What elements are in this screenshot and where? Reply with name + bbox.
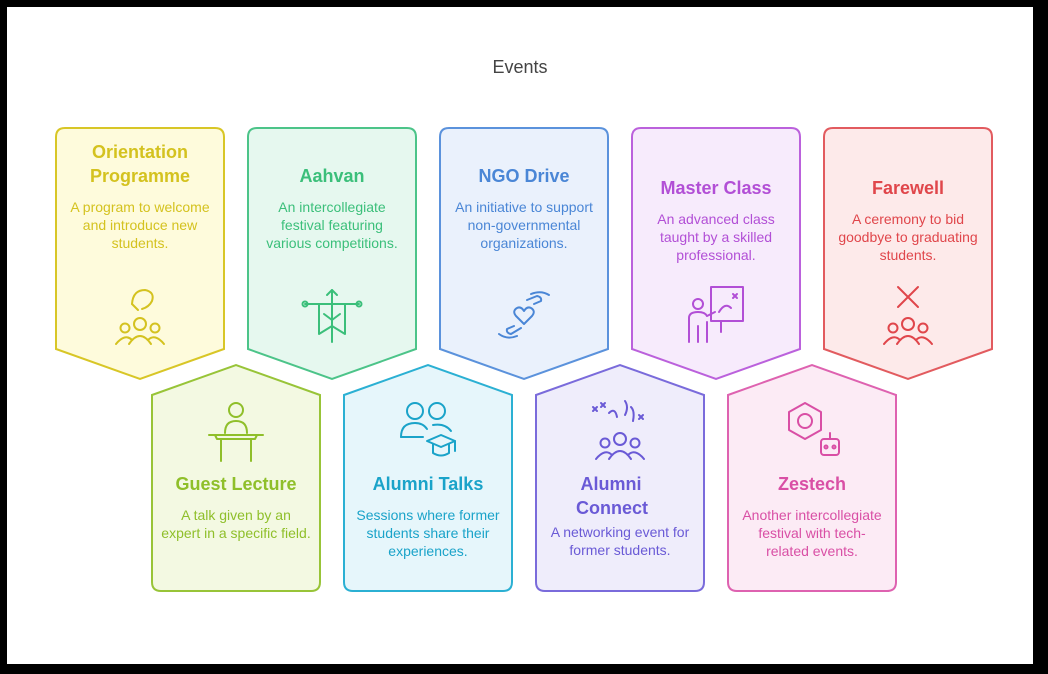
card-title: Alumni Talks [372,474,484,494]
card-orientation: Orientation Programme A program to welco… [65,140,215,252]
card-shape-aahvan [247,127,417,381]
celebration-group-icon [592,400,645,460]
card-description: Another intercollegiate festival with te… [742,507,882,559]
diagram-title: Events [492,57,548,77]
card-title: Aahvan [299,166,365,186]
teacher-board-icon [688,286,744,343]
card-shape-guest [151,363,321,592]
card-description: An intercollegiate festival featuring va… [266,199,398,251]
card-master: Master Class An advanced class taught by… [641,176,791,264]
card-description: A program to welcome and introduce new s… [70,199,210,251]
card-shape-zestech [727,363,897,592]
tech-robot-icon [788,402,840,456]
card-description: A ceremony to bid goodbye to graduating … [838,211,978,263]
card-shape-alumni-talks [343,363,513,592]
card-shape-orientation [55,127,225,381]
card-alumni-connect: A networking event for former students. [545,523,695,559]
card-alumni-talks: Alumni Talks Sessions where former stude… [353,472,503,560]
group-help-icon [115,289,165,345]
card-description: An advanced class taught by a skilled pr… [657,211,775,263]
card-title: Alumni Connect [576,474,648,518]
card-shape-farewell [823,127,993,381]
card-description: A networking event for former students. [550,524,690,558]
card-aahvan: Aahvan An intercollegiate festival featu… [257,164,407,252]
card-alumni-connect-title-wrap: Alumni Connect [576,472,648,520]
card-description: Sessions where former students share the… [356,507,500,559]
card-title: Farewell [871,178,945,198]
card-title: Master Class [660,178,772,198]
card-zestech: Zestech Another intercollegiate festival… [737,472,887,560]
graduates-icon [400,402,456,457]
card-description: A talk given by an expert in a specific … [161,507,311,541]
card-title: Guest Lecture [175,474,297,494]
card-description: An initiative to support non-governmenta… [455,199,593,251]
card-title: Orientation Programme [89,142,191,186]
card-guest: Guest Lecture A talk given by an expert … [161,472,311,542]
card-shape-master [631,127,801,381]
card-title: Zestech [777,474,847,494]
card-ngo: NGO Drive An initiative to support non-g… [449,164,599,252]
diagram-canvas: Events Orientation Programme A program t… [7,7,1033,664]
shapes-layer [55,127,993,592]
podium-speaker-icon [208,402,264,462]
banner-flag-icon [301,289,363,343]
card-title: NGO Drive [478,166,570,186]
group-goodbye-icon [883,286,933,345]
hands-heart-icon [498,291,550,339]
card-shape-ngo [439,127,609,381]
card-shape-alumni-connect [535,363,705,592]
card-farewell: Farewell A ceremony to bid goodbye to gr… [833,176,983,264]
